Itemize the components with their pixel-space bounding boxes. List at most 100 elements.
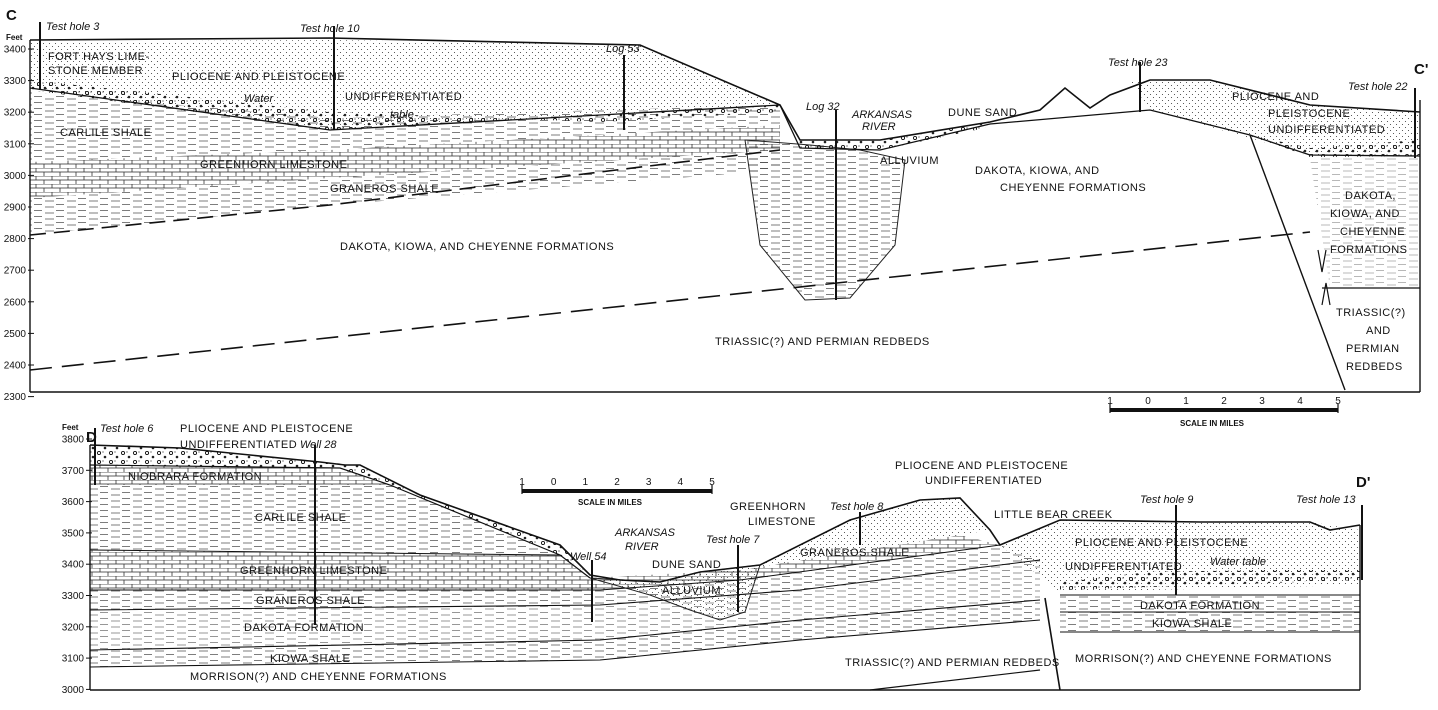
d-graneros-top <box>90 544 1001 591</box>
section-c-left-label: C <box>6 7 17 24</box>
scale-d-label: SCALE IN MILES <box>578 498 643 507</box>
c-fort-hays-line-2: STONE MEMBER <box>48 65 143 77</box>
d-label-test-hole-6: Test hole 6 <box>100 423 154 435</box>
c-label-test-hole-3: Test hole 3 <box>46 21 100 33</box>
c-label-log-53: Log 53 <box>606 43 641 55</box>
d-label-test-hole-9: Test hole 9 <box>1140 494 1193 506</box>
d-elevation-tick-label: 3300 <box>62 591 85 602</box>
d-alluvium-label: ALLUVIUM <box>662 585 721 597</box>
section-d: D D' Feet 380037003600350034003300320031… <box>62 423 1371 696</box>
c-elevation-tick-label: 3000 <box>4 171 27 182</box>
c-dakota-east-block <box>1310 158 1420 288</box>
c-elevation-tick-label: 2500 <box>4 329 27 340</box>
d-label-test-hole-13: Test hole 13 <box>1296 494 1356 506</box>
c-elevation-tick-label: 3200 <box>4 108 27 119</box>
d-pliocene-central <box>740 498 990 570</box>
d-morrison-top <box>89 619 1041 668</box>
d-pliocene-west <box>90 445 590 575</box>
c-elevation-tick-label: 2400 <box>4 361 27 372</box>
d-elevation-tick-label: 3500 <box>62 528 85 539</box>
c-gravel-east <box>1250 135 1420 157</box>
d-elevation-tick-label: 3100 <box>62 654 85 665</box>
section-d-left-label: D <box>86 429 97 446</box>
c-pliocene-east-line-2: PLEISTOCENE <box>1268 108 1350 120</box>
scale-c-tick-label: 2 <box>1221 396 1227 407</box>
d-pliocene-line-1: PLIOCENE AND PLEISTOCENE <box>180 423 353 435</box>
c-dakota-main-label: DAKOTA, KIOWA, AND CHEYENNE FORMATIONS <box>340 241 614 253</box>
d-kiowa-shale-layer <box>90 600 1040 667</box>
section-c-elevation-axis: 3400330032003100300029002800270026002500… <box>4 45 34 403</box>
c-bedrock-contact <box>29 87 1421 157</box>
scale-d-tick-label: 5 <box>709 477 715 488</box>
scale-d-tick-label: 1 <box>519 477 525 488</box>
d-greenhorn-limestone-layer <box>90 535 1000 590</box>
section-c-axis-unit: Feet <box>6 33 23 42</box>
section-c-right-label: C' <box>1414 61 1428 78</box>
section-d-right-label: D' <box>1356 474 1370 491</box>
d-kiowa-label: KIOWA SHALE <box>270 653 350 665</box>
d-elevation-tick-label: 3700 <box>62 466 85 477</box>
c-land-surface <box>29 37 1421 141</box>
c-label-test-hole-23: Test hole 23 <box>1108 57 1168 69</box>
d-dune-sand-label: DUNE SAND <box>652 559 721 571</box>
d-dakota-top <box>89 559 1041 611</box>
c-elevation-tick-label: 3100 <box>4 139 27 150</box>
c-graneros-base-dashed <box>29 149 781 236</box>
d-water-table-label: Water table <box>1210 556 1266 568</box>
scale-d-tick-label: 3 <box>646 477 652 488</box>
d-water-table-gravel-east <box>1060 570 1360 590</box>
c-dakota-base-dashed <box>29 231 1311 371</box>
c-elevation-tick-label: 2600 <box>4 297 27 308</box>
c-label-log-32: Log 32 <box>806 101 840 113</box>
c-label-test-hole-22: Test hole 22 <box>1348 81 1408 93</box>
c-dakota-right-3: CHEYENNE <box>1340 226 1405 238</box>
c-elevation-tick-label: 3300 <box>4 76 27 87</box>
c-water-label: Water <box>244 93 274 105</box>
d-greenhorn-label: GREENHORN LIMESTONE <box>240 565 387 577</box>
scale-d-tick-label: 2 <box>614 477 620 488</box>
c-dakota-east-line-2: CHEYENNE FORMATIONS <box>1000 182 1146 194</box>
c-arkansas-line-2: RIVER <box>862 121 896 133</box>
c-elevation-tick-label: 2900 <box>4 203 27 214</box>
c-dakota-right-4: FORMATIONS <box>1330 244 1408 256</box>
scale-c-label: SCALE IN MILES <box>1180 419 1245 428</box>
d-pliocene-line-2: UNDIFFERENTIATED <box>180 439 297 451</box>
c-pliocene-fill-east <box>1130 80 1420 155</box>
d-niobrara-label: NIOBRARA FORMATION <box>128 471 262 483</box>
c-pliocene-line-2: UNDIFFERENTIATED <box>345 91 462 103</box>
d-graneros-label: GRANEROS SHALE <box>256 595 365 607</box>
scale-c-tick-label: 3 <box>1259 396 1265 407</box>
d-little-bear-creek-label: LITTLE BEAR CREEK <box>994 509 1113 521</box>
c-pliocene-east-line-3: UNDIFFERENTIATED <box>1268 124 1385 136</box>
d-fault-line <box>1044 597 1061 691</box>
c-triassic-right-1: TRIASSIC(?) <box>1336 307 1406 319</box>
d-bedrock-contact-west <box>89 464 591 579</box>
c-graneros-shale-layer <box>30 150 780 235</box>
c-label-test-hole-10: Test hole 10 <box>300 23 360 35</box>
c-pliocene-line-1: PLIOCENE AND PLEISTOCENE <box>172 71 345 83</box>
d-label-well-28: Well 28 <box>300 439 337 451</box>
d-pliocene-east-1: PLIOCENE AND PLEISTOCENE <box>1075 537 1248 549</box>
d-carlile-shale-layer <box>90 485 560 555</box>
scale-c-tick-label: 4 <box>1297 396 1303 407</box>
d-kiowa-east-layer <box>1060 612 1360 632</box>
c-elevation-tick-label: 2800 <box>4 234 27 245</box>
d-dakota-east-layer <box>1060 595 1360 612</box>
scale-d-tick-label: 4 <box>678 477 684 488</box>
d-elevation-tick-label: 3400 <box>62 560 85 571</box>
c-arkansas-line-1: ARKANSAS <box>851 109 913 121</box>
d-label-well-54: Well 54 <box>570 551 606 563</box>
d-dakota-east-label: DAKOTA FORMATION <box>1140 600 1260 612</box>
d-carlile-label: CARLILE SHALE <box>255 512 346 524</box>
d-pliocene-east-2: UNDIFFERENTIATED <box>1065 561 1182 573</box>
d-arkansas-line-1: ARKANSAS <box>614 527 676 539</box>
d-elevation-tick-label: 3600 <box>62 497 85 508</box>
d-elevation-tick-label: 3000 <box>62 685 85 696</box>
d-pliocene-central-1: PLIOCENE AND PLEISTOCENE <box>895 460 1068 472</box>
c-alluvium-surface <box>790 122 990 150</box>
d-land-surface <box>89 444 1361 583</box>
c-fault-arrow-down <box>1321 282 1331 306</box>
